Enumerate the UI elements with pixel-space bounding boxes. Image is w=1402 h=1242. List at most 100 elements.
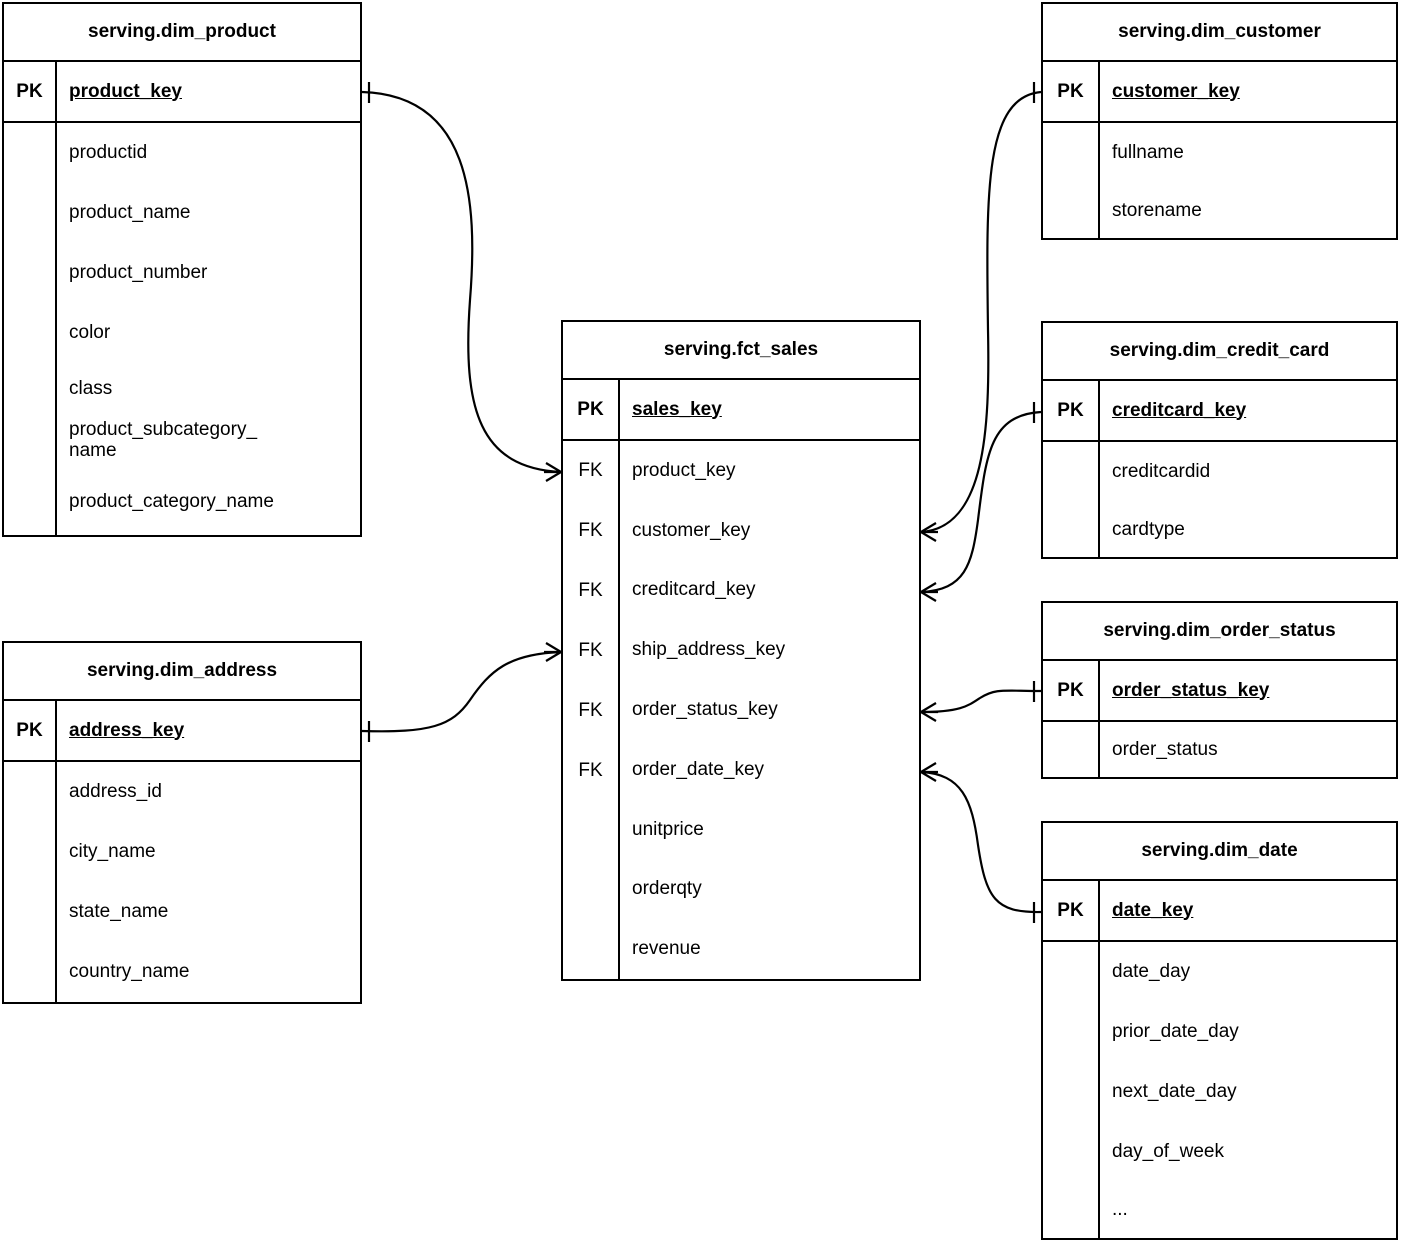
attribute-row: state_name <box>69 901 169 922</box>
entity-title-dim-order-status: serving.dim_order_status <box>1043 603 1396 661</box>
fk-field-row: customer_key <box>632 519 751 541</box>
pk-label-dim-order-status: PK <box>1043 661 1100 720</box>
attribute-list-dim-credit-card: creditcardid cardtype <box>1100 442 1396 557</box>
crowfoot-orderstatus-b <box>920 711 937 722</box>
attribute-row: product_number <box>69 262 208 283</box>
attribute-list-dim-product: productid product_name product_number co… <box>57 123 360 535</box>
entity-title-fct-sales: serving.fct_sales <box>563 322 919 380</box>
entity-dim-product[interactable]: serving.dim_product PK product_key produ… <box>2 2 362 537</box>
attribute-row: storename <box>1112 199 1202 221</box>
pk-label-dim-credit-card: PK <box>1043 381 1100 440</box>
entity-fct-sales[interactable]: serving.fct_sales PK sales_key FK FK FK … <box>561 320 921 981</box>
crowfoot-product-a <box>545 462 562 473</box>
attribute-row: day_of_week <box>1112 1141 1224 1162</box>
fk-field-row: order_date_key <box>632 758 765 780</box>
pk-label-dim-address: PK <box>4 701 57 760</box>
attribute-list-fct-sales: product_key customer_key creditcard_key … <box>620 441 919 979</box>
crowfoot-orderstatus-a <box>920 702 937 713</box>
fk-label: FK <box>578 760 603 781</box>
relationship-orderstatus-to-sales <box>920 681 1042 722</box>
key-column-spacer-dim-order-status <box>1043 722 1100 777</box>
pk-field-dim-address: address_key <box>69 719 185 741</box>
fk-label: FK <box>578 460 603 481</box>
relationship-address-to-sales <box>361 642 562 742</box>
entity-dim-order-status[interactable]: serving.dim_order_status PK order_status… <box>1041 601 1398 779</box>
crowfoot-creditcard-a <box>920 582 937 593</box>
attribute-row: country_name <box>69 961 190 982</box>
pk-label-dim-date: PK <box>1043 881 1100 940</box>
fk-label-column-fct-sales: FK FK FK FK FK FK <box>563 441 620 979</box>
attribute-block-dim-credit-card: creditcardid cardtype <box>1043 442 1396 557</box>
pk-field-dim-credit-card: creditcard_key <box>1112 399 1247 421</box>
attribute-row: order_status <box>1112 738 1218 760</box>
attribute-block-fct-sales: FK FK FK FK FK FK product_key customer_k… <box>563 441 919 979</box>
attribute-list-dim-customer: fullname storename <box>1100 123 1396 238</box>
relationship-customer-to-sales <box>920 82 1042 542</box>
fk-label: FK <box>578 580 603 601</box>
pk-row-fct-sales: PK sales_key <box>563 380 919 441</box>
relationship-date-to-sales <box>920 762 1042 923</box>
attribute-list-dim-date: date_day prior_date_day next_date_day da… <box>1100 942 1396 1238</box>
attribute-row: prior_date_day <box>1112 1021 1239 1042</box>
entity-title-dim-product: serving.dim_product <box>4 4 360 62</box>
fk-label: FK <box>578 700 603 721</box>
crowfoot-address-b <box>545 651 562 662</box>
entity-dim-customer[interactable]: serving.dim_customer PK customer_key ful… <box>1041 2 1398 240</box>
pk-field-dim-product: product_key <box>69 80 182 102</box>
attribute-block-dim-product: productid product_name product_number co… <box>4 123 360 535</box>
pk-field-dim-date: date_key <box>1112 899 1194 921</box>
crowfoot-customer-a <box>920 522 937 533</box>
key-column-spacer-dim-address <box>4 762 57 1002</box>
attribute-block-dim-address: address_id city_name state_name country_… <box>4 762 360 1002</box>
relationship-creditcard-to-sales <box>920 402 1042 602</box>
relationship-product-to-sales <box>361 82 562 482</box>
key-column-spacer-dim-customer <box>1043 123 1100 238</box>
attribute-row: color <box>69 322 111 343</box>
pk-label-fct-sales: PK <box>563 380 620 439</box>
attribute-row: date_day <box>1112 961 1191 982</box>
attribute-row: productid <box>69 142 148 163</box>
attribute-list-dim-order-status: order_status <box>1100 722 1396 777</box>
pk-row-dim-address: PK address_key <box>4 701 360 762</box>
pk-field-dim-customer: customer_key <box>1112 80 1240 102</box>
crowfoot-date-a <box>920 762 937 773</box>
pk-label-dim-customer: PK <box>1043 62 1100 121</box>
attribute-block-dim-date: date_day prior_date_day next_date_day da… <box>1043 942 1396 1238</box>
measure-row: unitprice <box>632 818 704 840</box>
entity-title-dim-address: serving.dim_address <box>4 643 360 701</box>
key-column-spacer-dim-date <box>1043 942 1100 1238</box>
attribute-block-dim-customer: fullname storename <box>1043 123 1396 238</box>
attribute-row: product_category_name <box>69 491 274 512</box>
entity-title-dim-date: serving.dim_date <box>1043 823 1396 881</box>
entity-dim-date[interactable]: serving.dim_date PK date_key date_day pr… <box>1041 821 1398 1240</box>
crowfoot-product-b <box>545 471 562 482</box>
attribute-row: creditcardid <box>1112 461 1211 482</box>
pk-row-dim-credit-card: PK creditcard_key <box>1043 381 1396 442</box>
fk-field-row: ship_address_key <box>632 639 786 661</box>
crowfoot-customer-b <box>920 531 937 542</box>
entity-dim-address[interactable]: serving.dim_address PK address_key addre… <box>2 641 362 1004</box>
key-column-spacer-dim-credit-card <box>1043 442 1100 557</box>
attribute-row: ... <box>1112 1199 1128 1220</box>
key-column-spacer-dim-product <box>4 123 57 535</box>
pk-row-dim-product: PK product_key <box>4 62 360 123</box>
fk-label: FK <box>578 640 603 661</box>
pk-field-dim-order-status: order_status_key <box>1112 679 1270 701</box>
attribute-row: next_date_day <box>1112 1081 1237 1102</box>
pk-row-dim-customer: PK customer_key <box>1043 62 1396 123</box>
attribute-row: product_subcategory_ name <box>69 419 258 462</box>
entity-title-dim-credit-card: serving.dim_credit_card <box>1043 323 1396 381</box>
pk-label-dim-product: PK <box>4 62 57 121</box>
attribute-block-dim-order-status: order_status <box>1043 722 1396 777</box>
measure-row: revenue <box>632 938 701 960</box>
attribute-row: product_name <box>69 202 191 223</box>
pk-row-dim-date: PK date_key <box>1043 881 1396 942</box>
fk-field-row: product_key <box>632 459 736 481</box>
measure-row: orderqty <box>632 878 702 900</box>
attribute-row: city_name <box>69 841 156 862</box>
attribute-row: address_id <box>69 781 162 802</box>
attribute-list-dim-address: address_id city_name state_name country_… <box>57 762 360 1002</box>
entity-dim-credit-card[interactable]: serving.dim_credit_card PK creditcard_ke… <box>1041 321 1398 559</box>
attribute-row: class <box>69 378 113 399</box>
